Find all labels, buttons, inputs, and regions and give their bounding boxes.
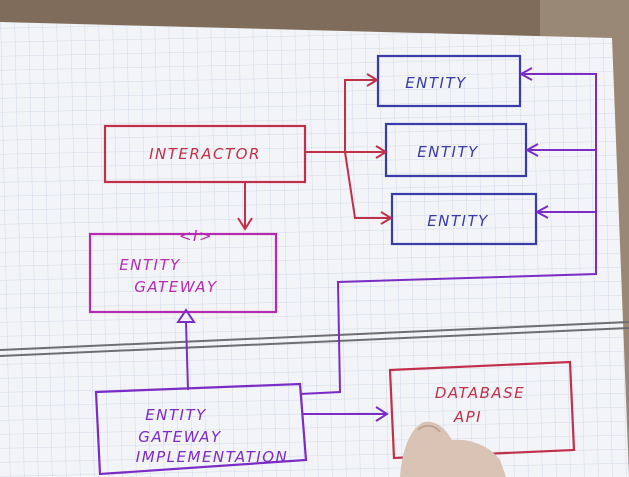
entity-box-3: ENTITY: [390, 192, 538, 246]
entity-label-1: ENTITY: [405, 74, 467, 92]
interactor-box: INTERACTOR: [103, 124, 307, 184]
entity-box-1: ENTITY: [376, 54, 522, 108]
gateway-impl-label-line3: IMPLEMENTATION: [136, 448, 288, 466]
interface-marker: <I>: [179, 227, 213, 245]
interactor-label: INTERACTOR: [149, 145, 261, 163]
paper-grid: [0, 22, 629, 477]
database-api-label-line2: API: [453, 408, 482, 426]
impl-to-entities-arrows: [299, 67, 597, 395]
entity-gateway-implementation-box: ENTITY GATEWAY IMPLEMENTATION: [94, 382, 308, 476]
gateway-impl-label-line2: GATEWAY: [138, 428, 222, 446]
gateway-impl-label-line1: ENTITY: [145, 406, 207, 424]
presenter-hand: [400, 421, 506, 477]
entity-gateway-label-line2: GATEWAY: [134, 278, 218, 296]
entity-gateway-box: <I> ENTITY GATEWAY: [88, 227, 278, 314]
interactor-to-gateway-arrow: [237, 182, 253, 231]
impl-to-database-arrow: [302, 406, 389, 422]
database-api-box: DATABASE API: [388, 360, 576, 460]
entity-gateway-label-line1: ENTITY: [119, 256, 181, 274]
entity-label-3: ENTITY: [427, 212, 489, 230]
database-api-label-line1: DATABASE: [435, 384, 525, 402]
interactor-to-entities-arrows: [305, 73, 393, 225]
boundary-line: [0, 321, 629, 357]
entity-label-2: ENTITY: [417, 143, 479, 161]
implements-arrow: [176, 308, 196, 391]
